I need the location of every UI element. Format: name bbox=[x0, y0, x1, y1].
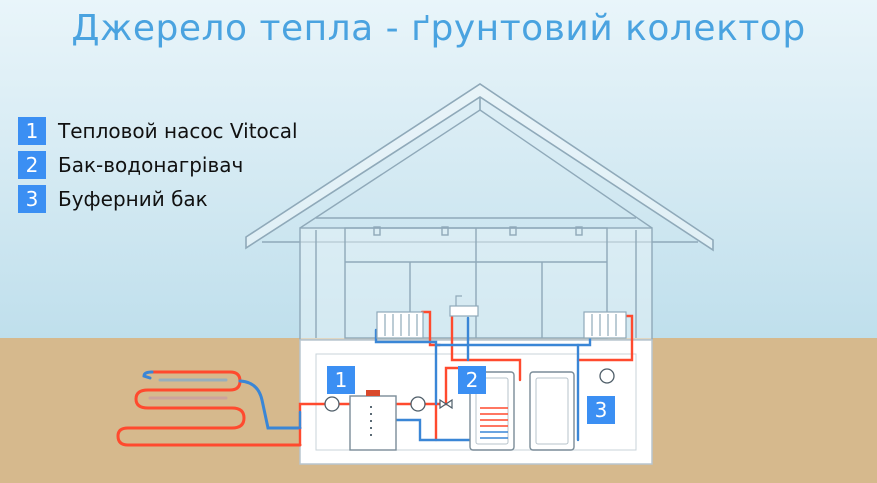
pump-icon bbox=[324, 396, 340, 412]
ground-collector bbox=[116, 370, 302, 447]
legend-number: 2 bbox=[18, 151, 46, 179]
legend-label: Бак-водонагрівач bbox=[58, 153, 244, 177]
pump-icon bbox=[410, 396, 426, 412]
sink bbox=[449, 295, 479, 317]
legend-item-water-heater: 2 Бак-водонагрівач bbox=[18, 151, 243, 179]
valve-icon bbox=[439, 398, 453, 410]
legend-number: 3 bbox=[18, 185, 46, 213]
marker-heat-pump: 1 bbox=[327, 366, 355, 394]
heat-pump-unit bbox=[349, 390, 397, 451]
circulation-pump-icons bbox=[324, 368, 615, 412]
marker-water-heater: 2 bbox=[458, 366, 486, 394]
marker-buffer-tank: 3 bbox=[587, 396, 615, 424]
diagram-title: Джерело тепла - ґрунтовий колектор bbox=[71, 8, 806, 49]
legend-label: Тепловой насос Vitocal bbox=[58, 119, 298, 143]
buffer-tank bbox=[529, 371, 575, 451]
pump-icon bbox=[599, 368, 615, 384]
legend-item-heat-pump: 1 Тепловой насос Vitocal bbox=[18, 117, 298, 145]
radiator-left bbox=[376, 311, 424, 339]
radiator-right bbox=[583, 311, 627, 339]
legend-label: Буферний бак bbox=[58, 187, 208, 211]
house-roof bbox=[245, 83, 714, 252]
legend-number: 1 bbox=[18, 117, 46, 145]
legend-item-buffer-tank: 3 Буферний бак bbox=[18, 185, 208, 213]
